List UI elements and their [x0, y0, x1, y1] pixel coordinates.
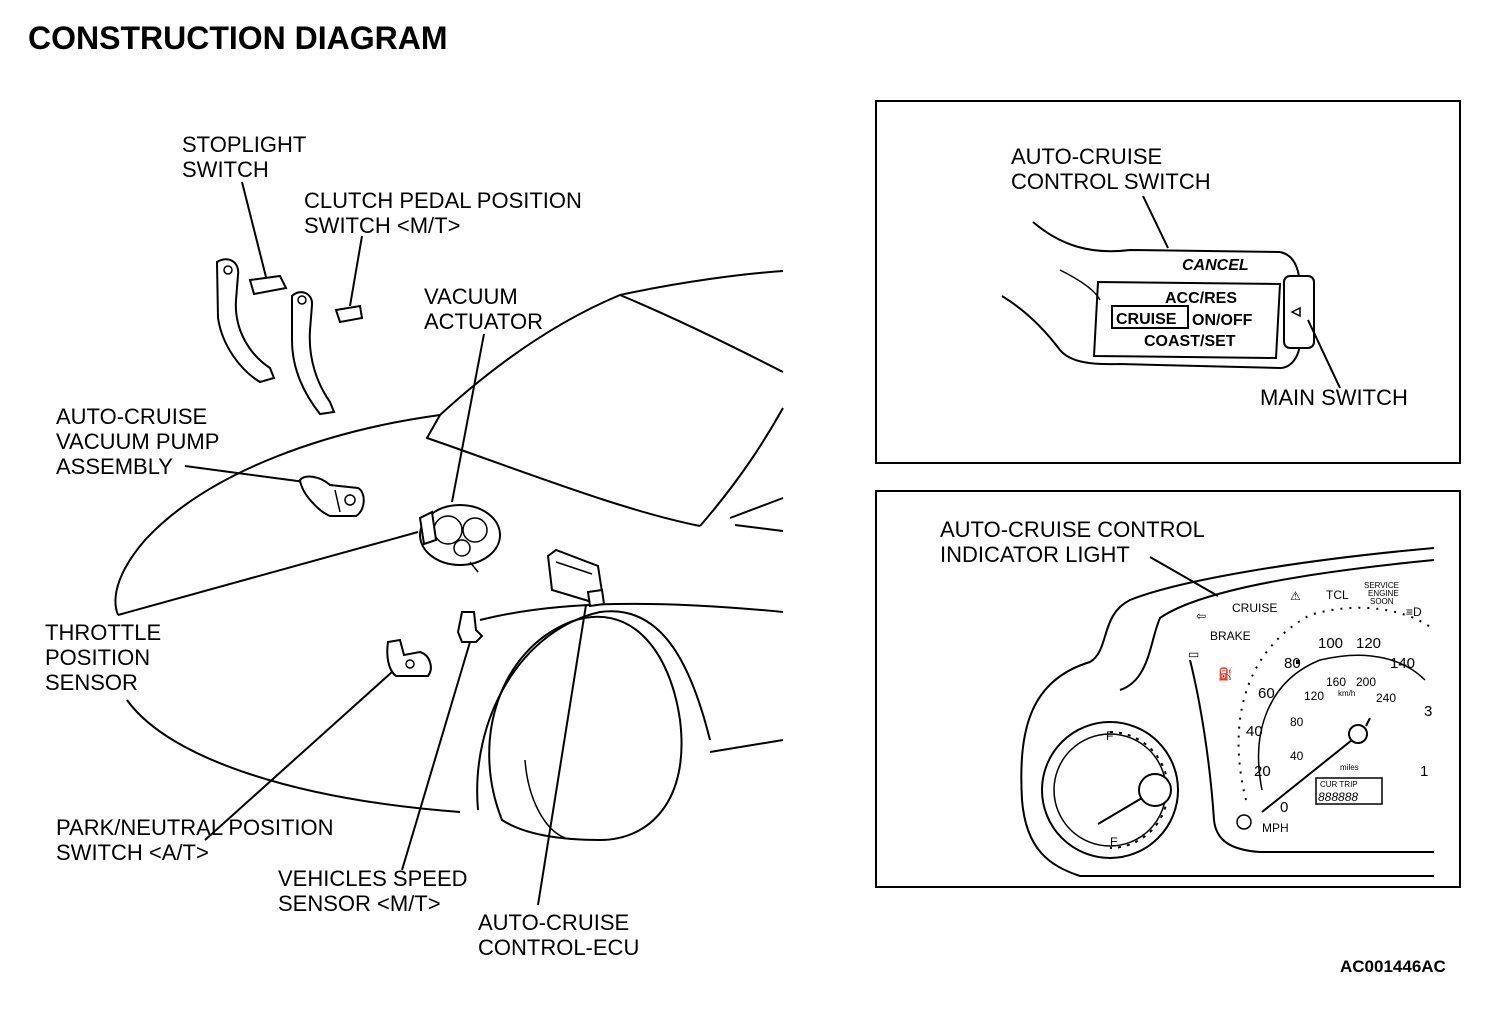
- cruise-control-stalk: [1001, 221, 1315, 369]
- turn-signal-icon: ⇦: [1196, 609, 1206, 623]
- fuel-pump-icon: ⛽: [1218, 667, 1233, 681]
- brake-pedal-part: [215, 258, 288, 384]
- tach-tick-0: 0: [1280, 799, 1288, 816]
- speed-sensor-leader: [401, 641, 471, 871]
- mph-tick-140: 140: [1390, 655, 1415, 672]
- indicator-light-label: AUTO-CRUISE CONTROL INDICATOR LIGHT: [940, 517, 1210, 567]
- cruise-indicator-text: CRUISE: [1232, 601, 1277, 615]
- cruise-ecu-part: [546, 548, 606, 608]
- odometer-value: 888888: [1318, 790, 1358, 804]
- cruise-button-label: CRUISE: [1116, 311, 1177, 328]
- headlight-icon: ≡D: [1406, 605, 1422, 619]
- kmh-tick-240: 240: [1376, 691, 1396, 705]
- indicator-panel-frame: [875, 490, 1461, 888]
- main-switch-label: MAIN SWITCH: [1260, 385, 1408, 410]
- fuel-full-mark: F: [1106, 729, 1113, 743]
- tach-tick-3: 3: [1424, 703, 1432, 720]
- mph-tick-120: 120: [1356, 635, 1381, 652]
- kmh-tick-160: 160: [1326, 675, 1346, 689]
- acc-res-label: ACC/RES: [1165, 290, 1237, 307]
- cruise-ecu-leader: [537, 604, 587, 906]
- kmh-tick-40: 40: [1290, 749, 1304, 763]
- cruise-ecu-label: AUTO-CRUISE CONTROL-ECU: [478, 910, 639, 960]
- kmh-tick-120: 120: [1304, 689, 1324, 703]
- coast-set-label: COAST/SET: [1144, 333, 1236, 350]
- clutch-pedal-part: [291, 291, 364, 416]
- kmh-unit-text: km/h: [1338, 689, 1355, 698]
- mph-tick-60: 60: [1258, 685, 1275, 702]
- stoplight-switch-label: STOPLIGHT SWITCH: [182, 132, 312, 182]
- mph-tick-80: 80: [1284, 655, 1301, 672]
- vacuum-actuator-leader: [451, 333, 485, 503]
- throttle-sensor-leader: [117, 531, 419, 616]
- throttle-sensor-label: THROTTLE POSITION SENSOR: [45, 620, 167, 695]
- kmh-tick-80: 80: [1290, 715, 1304, 729]
- park-neutral-switch-label: PARK/NEUTRAL POSITION SWITCH <A/T>: [56, 815, 340, 865]
- speed-sensor-label: VEHICLES SPEED SENSOR <M/T>: [278, 866, 474, 916]
- car-body-outline: [114, 270, 784, 842]
- mph-unit-text: MPH: [1262, 821, 1289, 835]
- park-neutral-switch-part: [386, 638, 432, 677]
- odometer-tag: CUR TRIP: [1320, 780, 1358, 789]
- service-engine-soon-text: SERVICE ENGINE SOON: [1364, 581, 1401, 606]
- control-switch-leader: [1142, 195, 1169, 249]
- brake-indicator-text: BRAKE: [1210, 629, 1251, 643]
- instrument-cluster: [1020, 547, 1435, 877]
- vacuum-pump-label: AUTO-CRUISE VACUUM PUMP ASSEMBLY: [56, 404, 225, 479]
- fuel-empty-mark: E: [1110, 835, 1118, 849]
- mph-tick-100: 100: [1318, 635, 1343, 652]
- clutch-switch-leader: [349, 235, 363, 307]
- vacuum-pump-leader: [184, 465, 306, 483]
- vacuum-actuator-part: [418, 504, 501, 573]
- tach-tick-1: 1: [1420, 763, 1428, 780]
- miles-unit-text: miles: [1340, 763, 1359, 772]
- vacuum-pump-part: [298, 475, 365, 517]
- tcl-indicator-text: TCL: [1326, 588, 1349, 602]
- speed-sensor-part: [456, 611, 484, 643]
- slip-indicator-icon: ⚠: [1290, 589, 1301, 603]
- mph-tick-40: 40: [1246, 723, 1263, 740]
- park-neutral-leader: [204, 671, 393, 841]
- main-switch-leader: [1307, 319, 1341, 389]
- reference-code: AC001446AC: [1340, 957, 1446, 976]
- page-title: CONSTRUCTION DIAGRAM: [28, 20, 448, 56]
- battery-icon: ▭: [1188, 647, 1199, 661]
- clutch-switch-label: CLUTCH PEDAL POSITION SWITCH <M/T>: [304, 188, 588, 238]
- stoplight-switch-leader: [241, 181, 268, 282]
- indicator-light-leader: [1149, 556, 1219, 597]
- vacuum-actuator-label: VACUUM ACTUATOR: [424, 284, 543, 334]
- control-switch-label: AUTO-CRUISE CONTROL SWITCH: [1011, 144, 1211, 194]
- mph-tick-20: 20: [1254, 763, 1271, 780]
- on-off-label: ON/OFF: [1192, 312, 1253, 329]
- kmh-tick-200: 200: [1356, 675, 1376, 689]
- cancel-label: CANCEL: [1182, 257, 1249, 274]
